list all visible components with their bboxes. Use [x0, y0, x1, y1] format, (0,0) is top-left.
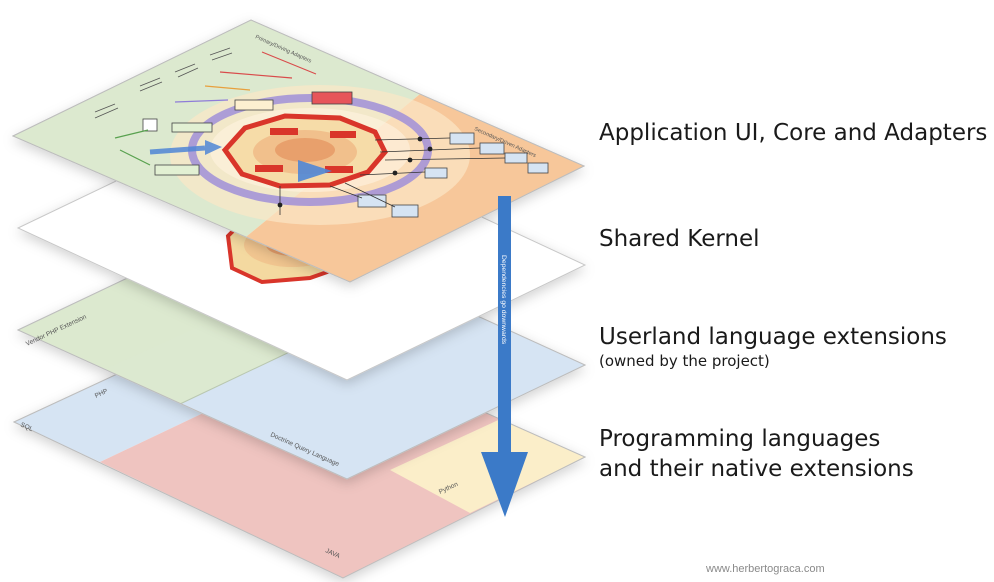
layer-label-programming-2: and their native extensions [599, 456, 914, 482]
direction-triangle [298, 160, 332, 182]
layer-label-application: Application UI, Core and Adapters [599, 120, 988, 146]
layer-sublabel-userland: (owned by the project) [599, 352, 770, 370]
sql-label: SQL [19, 421, 34, 433]
layer-label-shared-kernel: Shared Kernel [599, 226, 760, 252]
credit-text: www.herbertograca.com [706, 563, 825, 575]
layer-label-programming-1: Programming languages [599, 426, 881, 452]
dependency-arrow: Dependencies go downwards [481, 196, 528, 517]
php-label: PHP [94, 388, 109, 400]
zone-doctrine [180, 290, 585, 479]
layer-application: Primary/Driving Adapters Secondary/Drive… [11, 19, 586, 283]
dependency-arrow-label: Dependencies go downwards [500, 255, 507, 345]
layer-label-userland: Userland language extensions [599, 324, 947, 350]
